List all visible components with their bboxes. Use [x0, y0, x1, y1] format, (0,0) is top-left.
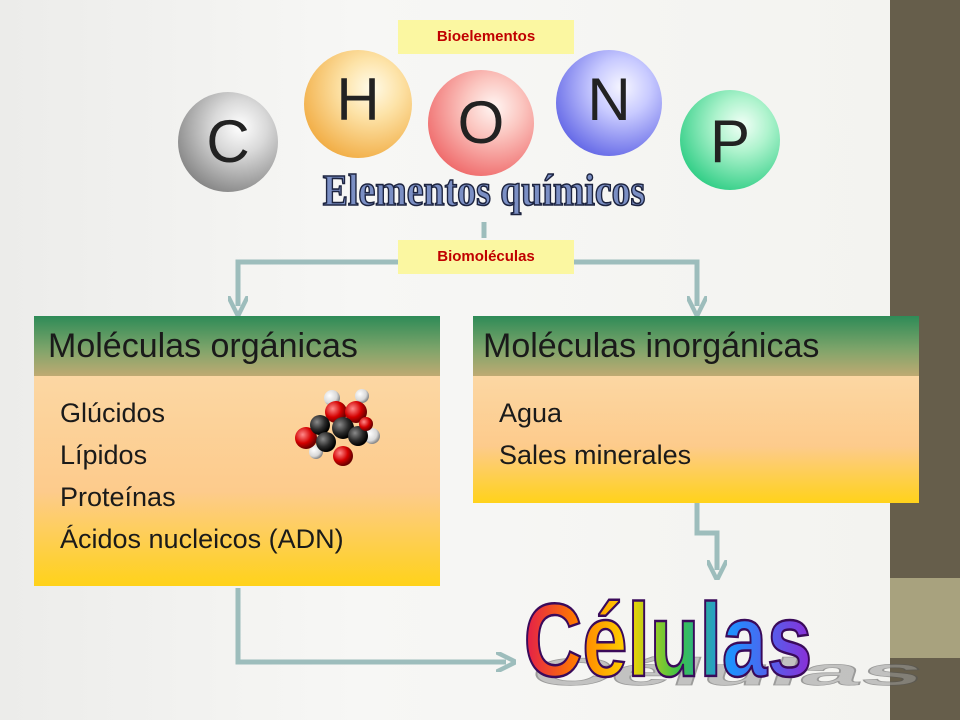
element-ball-n: N: [556, 50, 662, 156]
inorganic-header: Moléculas inorgánicas: [473, 316, 919, 376]
arrow-organic-to-cells: [235, 588, 506, 662]
side-band-accent: [890, 578, 960, 658]
arrow-to-inorganic: [572, 259, 697, 306]
element-ball-h: H: [304, 50, 412, 158]
element-ball-c: C: [178, 92, 278, 192]
elements-title: Elementos químicos: [323, 165, 646, 214]
element-symbol-c: C: [206, 108, 250, 175]
organic-body: Glúcidos Lípidos Proteínas Ácidos nuclei…: [34, 376, 440, 586]
inorganic-list: Agua Sales minerales: [499, 392, 691, 476]
organic-item-acidos: Ácidos nucleicos (ADN): [60, 524, 344, 554]
organic-item-glucidos: Glúcidos: [60, 398, 166, 428]
organic-item-lipidos: Lípidos: [60, 440, 148, 470]
arrow-lines: [238, 222, 717, 662]
cells-shadow: Células: [525, 650, 931, 694]
inorganic-body: Agua Sales minerales: [473, 376, 919, 503]
arrow-to-organic: [238, 259, 400, 306]
element-symbol-p: P: [709, 108, 751, 175]
inorganic-item-sales: Sales minerales: [499, 440, 692, 470]
element-symbol-n: N: [587, 66, 631, 133]
organic-list: Glúcidos Lípidos Proteínas Ácidos nuclei…: [60, 392, 344, 560]
element-symbol-o: O: [457, 89, 505, 156]
element-symbol-h: H: [336, 66, 380, 133]
biomolecules-tag: Biomoléculas: [398, 240, 574, 274]
bioelements-tag: Bioelementos: [398, 20, 574, 54]
cells-title: Células: [524, 582, 813, 698]
svg-text:Células: Células: [525, 650, 930, 693]
inorganic-item-agua: Agua: [499, 398, 563, 428]
organic-header: Moléculas orgánicas: [34, 316, 440, 376]
arrow-inorganic-to-cells: [694, 503, 717, 570]
organic-item-proteinas: Proteínas: [60, 482, 176, 512]
element-ball-o: O: [428, 70, 534, 176]
element-ball-p: P: [680, 90, 780, 190]
